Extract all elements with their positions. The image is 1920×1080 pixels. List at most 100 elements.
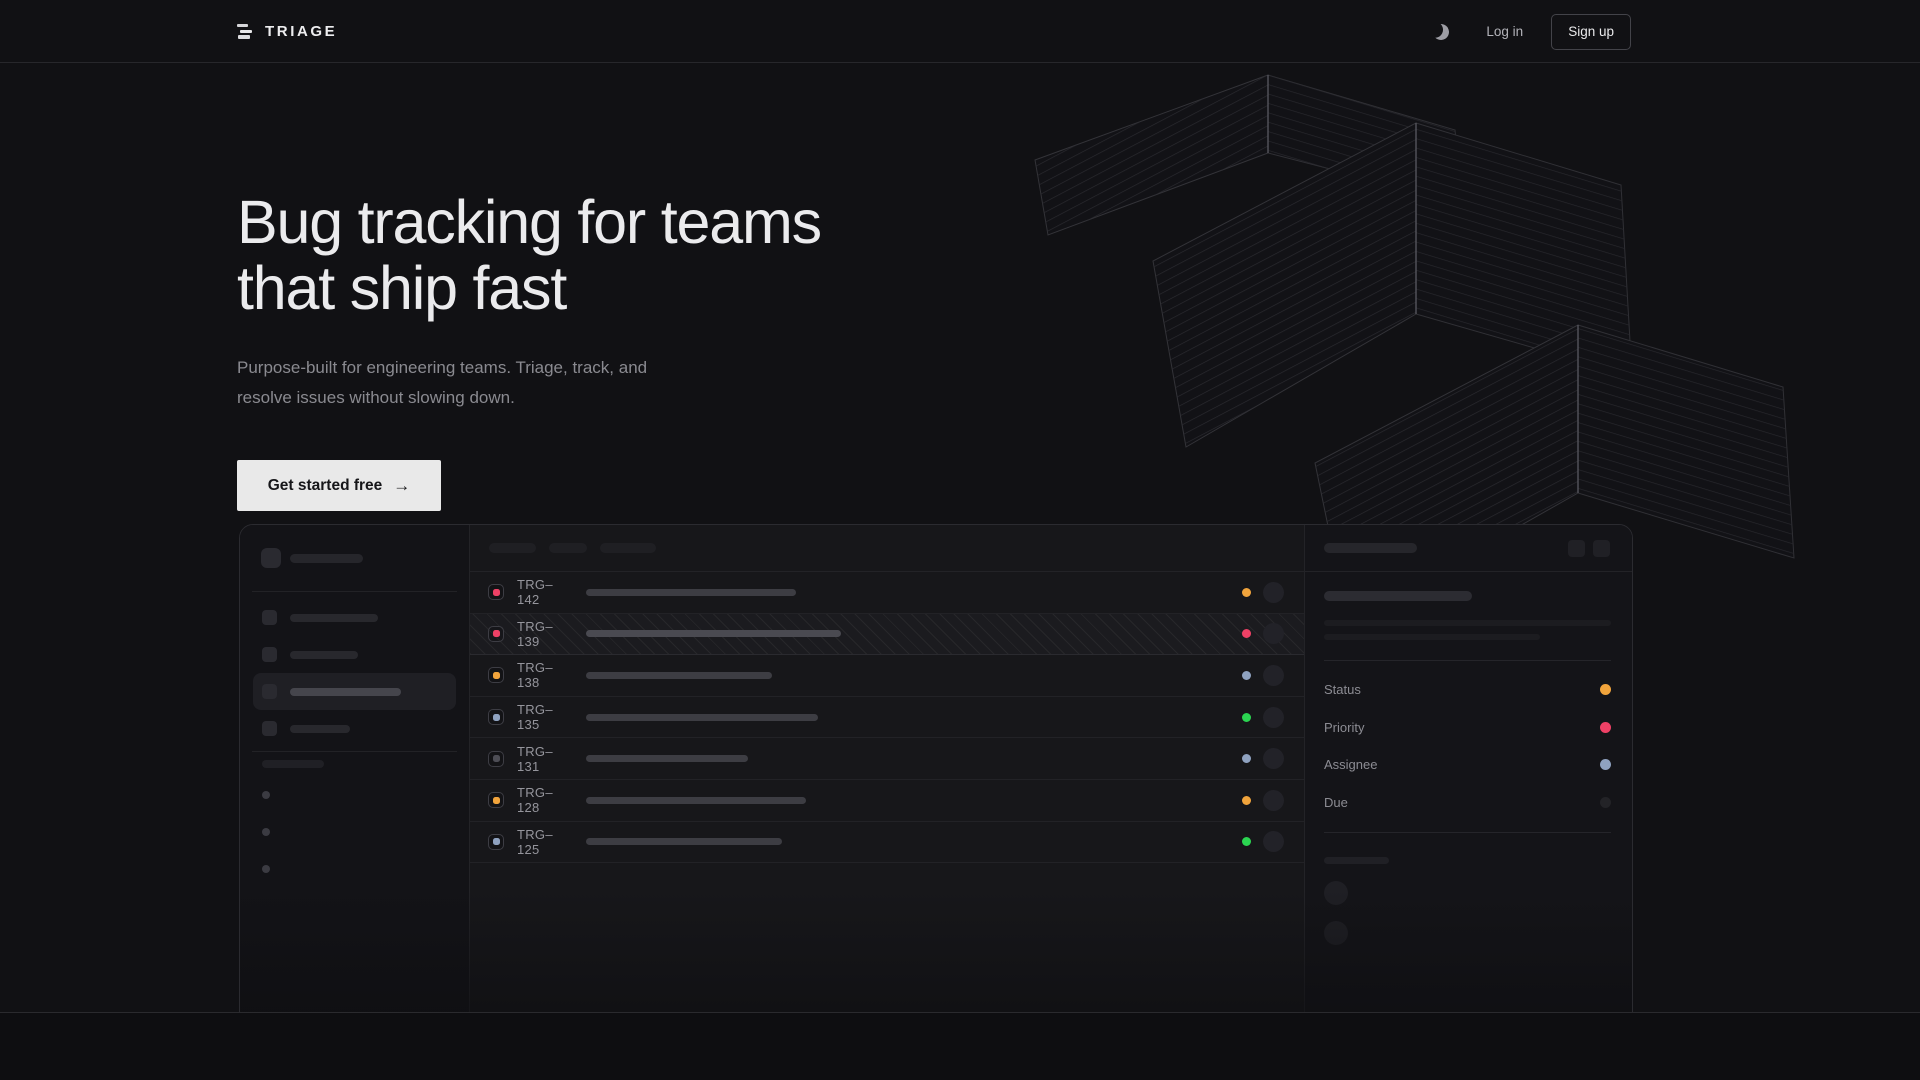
detail-breadcrumb-placeholder <box>1324 543 1417 553</box>
detail-field-row[interactable]: Priority <box>1324 709 1611 747</box>
nav-label-placeholder <box>290 724 350 733</box>
field-label: Due <box>1324 794 1348 810</box>
issue-title-placeholder <box>586 671 772 679</box>
detail-action-button[interactable] <box>1568 539 1585 557</box>
issue-type-icon <box>488 792 504 809</box>
description-line-placeholder <box>1324 620 1611 626</box>
signup-button[interactable]: Sign up <box>1551 13 1631 50</box>
filter-tab-placeholder[interactable] <box>600 543 656 553</box>
issue-title-placeholder <box>586 713 818 721</box>
sidebar-divider <box>252 751 457 752</box>
sidebar-bullet <box>262 828 270 836</box>
issue-id: TRG–135 <box>517 702 553 733</box>
issue-row[interactable]: TRG–128 <box>470 780 1304 822</box>
issue-type-icon <box>488 584 504 601</box>
nav-icon-placeholder <box>262 684 277 699</box>
comment-avatar <box>1324 921 1348 945</box>
detail-field-row[interactable]: Assignee <box>1324 746 1611 784</box>
issue-title-placeholder <box>586 838 782 846</box>
detail-divider <box>1324 660 1611 661</box>
nav-label-placeholder <box>290 613 378 622</box>
issue-id: TRG–142 <box>517 577 553 608</box>
sidebar-bullet <box>262 865 270 873</box>
issue-id: TRG–139 <box>517 618 553 649</box>
workspace-switcher[interactable] <box>240 525 469 568</box>
sidebar-nav <box>240 592 469 747</box>
issue-title-placeholder <box>586 796 806 804</box>
sidebar-nav-item[interactable] <box>240 710 469 747</box>
issue-list: TRG–142 TRG–139 TRG–138 TRG–135 <box>470 572 1304 864</box>
sidebar-nav-item-active[interactable] <box>253 673 456 710</box>
sidebar-bullet <box>262 791 270 799</box>
nav-label-placeholder <box>290 687 401 696</box>
issue-id: TRG–125 <box>517 826 553 857</box>
status-dot <box>1242 754 1251 764</box>
issue-type-icon <box>488 750 504 767</box>
status-dot <box>1242 587 1251 597</box>
filter-tab-placeholder[interactable] <box>489 543 536 553</box>
issue-detail-panel: Status Priority Assignee Due <box>1305 525 1632 1012</box>
field-value-dot <box>1600 684 1611 696</box>
field-label: Status <box>1324 682 1361 698</box>
field-value-dot <box>1600 721 1611 733</box>
issue-id: TRG–138 <box>517 660 553 691</box>
issue-title-placeholder <box>586 630 841 638</box>
detail-field-row[interactable]: Due <box>1324 784 1611 822</box>
filter-tab-placeholder[interactable] <box>549 543 587 553</box>
issue-type-icon <box>488 625 504 642</box>
field-value-dot <box>1600 796 1611 808</box>
issue-list-toolbar <box>470 525 1304 572</box>
workspace-logo-placeholder <box>261 548 281 568</box>
issue-title-placeholder <box>1324 591 1472 601</box>
nav-label-placeholder <box>290 650 358 659</box>
detail-field-row[interactable]: Status <box>1324 671 1611 709</box>
nav-icon-placeholder <box>262 610 277 625</box>
issue-row[interactable]: TRG–138 <box>470 655 1304 697</box>
login-link[interactable]: Log in <box>1486 24 1524 39</box>
nav-icon-placeholder <box>262 647 277 662</box>
status-dot <box>1242 712 1251 722</box>
nav-icon-placeholder <box>262 721 277 736</box>
brand-logo[interactable]: TRIAGE <box>237 0 337 63</box>
site-header: TRIAGE Log in Sign up <box>0 0 1920 63</box>
issue-id: TRG–131 <box>517 743 553 774</box>
assignee-avatar <box>1263 831 1284 853</box>
issue-row[interactable]: TRG–142 <box>470 572 1304 614</box>
detail-divider <box>1324 832 1611 833</box>
status-dot <box>1242 670 1251 680</box>
theme-toggle-button[interactable] <box>1424 15 1458 49</box>
next-section-strip <box>0 1012 1920 1080</box>
detail-body: Status Priority Assignee Due <box>1305 572 1632 945</box>
assignee-avatar <box>1263 664 1284 686</box>
wireframe-ribbons-graphic <box>1034 74 1795 603</box>
detail-fields: Status Priority Assignee Due <box>1324 661 1611 821</box>
issue-row[interactable]: TRG–131 <box>470 738 1304 780</box>
issue-title-placeholder <box>586 588 796 596</box>
issue-row[interactable]: TRG–125 <box>470 822 1304 864</box>
issue-title-placeholder <box>586 755 748 763</box>
issue-row[interactable]: TRG–135 <box>470 697 1304 739</box>
sidebar-nav-item[interactable] <box>240 599 469 636</box>
triage-logo-icon <box>237 24 252 39</box>
description-line-placeholder <box>1324 634 1540 640</box>
assignee-avatar <box>1263 623 1284 645</box>
sidebar-nav-item[interactable] <box>240 636 469 673</box>
issue-id: TRG–128 <box>517 785 553 816</box>
detail-action-button[interactable] <box>1593 539 1610 557</box>
issue-list-panel: TRG–142 TRG–139 TRG–138 TRG–135 <box>470 525 1305 1012</box>
field-label: Assignee <box>1324 757 1378 773</box>
sidebar-section-placeholder <box>262 760 324 768</box>
assignee-avatar <box>1263 706 1284 728</box>
status-dot <box>1242 795 1251 805</box>
comment-avatar <box>1324 881 1348 905</box>
issue-row[interactable]: TRG–139 <box>470 613 1304 656</box>
issue-type-icon <box>488 833 504 850</box>
issue-type-icon <box>488 709 504 726</box>
assignee-avatar <box>1263 581 1284 603</box>
get-started-button[interactable]: Get started free → <box>237 460 441 511</box>
issue-type-icon <box>488 667 504 684</box>
detail-header <box>1305 525 1632 572</box>
workspace-name-placeholder <box>290 553 363 563</box>
